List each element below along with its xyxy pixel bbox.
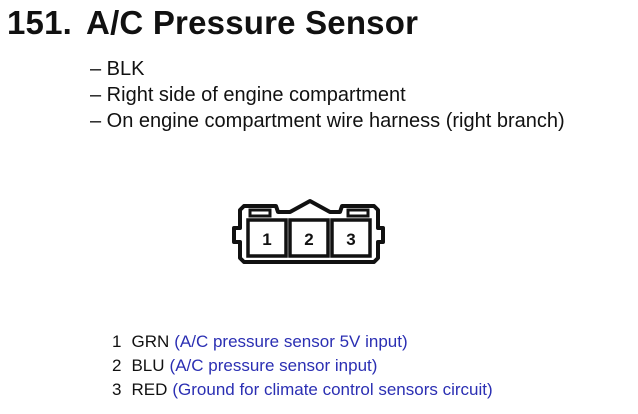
pin-label-1: 1: [262, 230, 271, 249]
wire-color: BLU: [131, 356, 165, 375]
connector-housing: [232, 199, 385, 264]
connector-latch-left: [248, 208, 272, 218]
pin-row: 2 BLU(A/C pressure sensor input): [112, 354, 493, 378]
component-name: A/C Pressure Sensor: [86, 4, 419, 41]
pin-number: 3: [112, 380, 122, 399]
component-number: 151.: [7, 4, 73, 41]
pin-label-3: 3: [346, 230, 355, 249]
component-details: – BLK – Right side of engine compartment…: [90, 56, 565, 134]
detail-harness: – On engine compartment wire harness (ri…: [90, 110, 565, 132]
pin-number: 1: [112, 332, 122, 351]
pin-description: (Ground for climate control sensors circ…: [172, 380, 493, 399]
page-title: 151. A/C Pressure Sensor: [7, 4, 418, 42]
connector-diagram: 1 2 3: [232, 199, 385, 264]
pin-description: (A/C pressure sensor 5V input): [174, 332, 408, 351]
pin-cavity-2: [288, 218, 330, 258]
pin-number: 2: [112, 356, 122, 375]
wire-color: RED: [131, 380, 168, 399]
pin-description: (A/C pressure sensor input): [169, 356, 378, 375]
pin-cavity-3: [330, 218, 372, 258]
pin-row: 3 RED(Ground for climate control sensors …: [112, 378, 493, 402]
pin-label-2: 2: [304, 230, 313, 249]
pin-cavity-1: [246, 218, 288, 258]
detail-location: – Right side of engine compartment: [90, 84, 406, 106]
connector-latch-right: [346, 208, 370, 218]
detail-color: – BLK: [90, 58, 145, 80]
pin-row: 1 GRN(A/C pressure sensor 5V input): [112, 330, 493, 354]
wire-color: GRN: [131, 332, 170, 351]
